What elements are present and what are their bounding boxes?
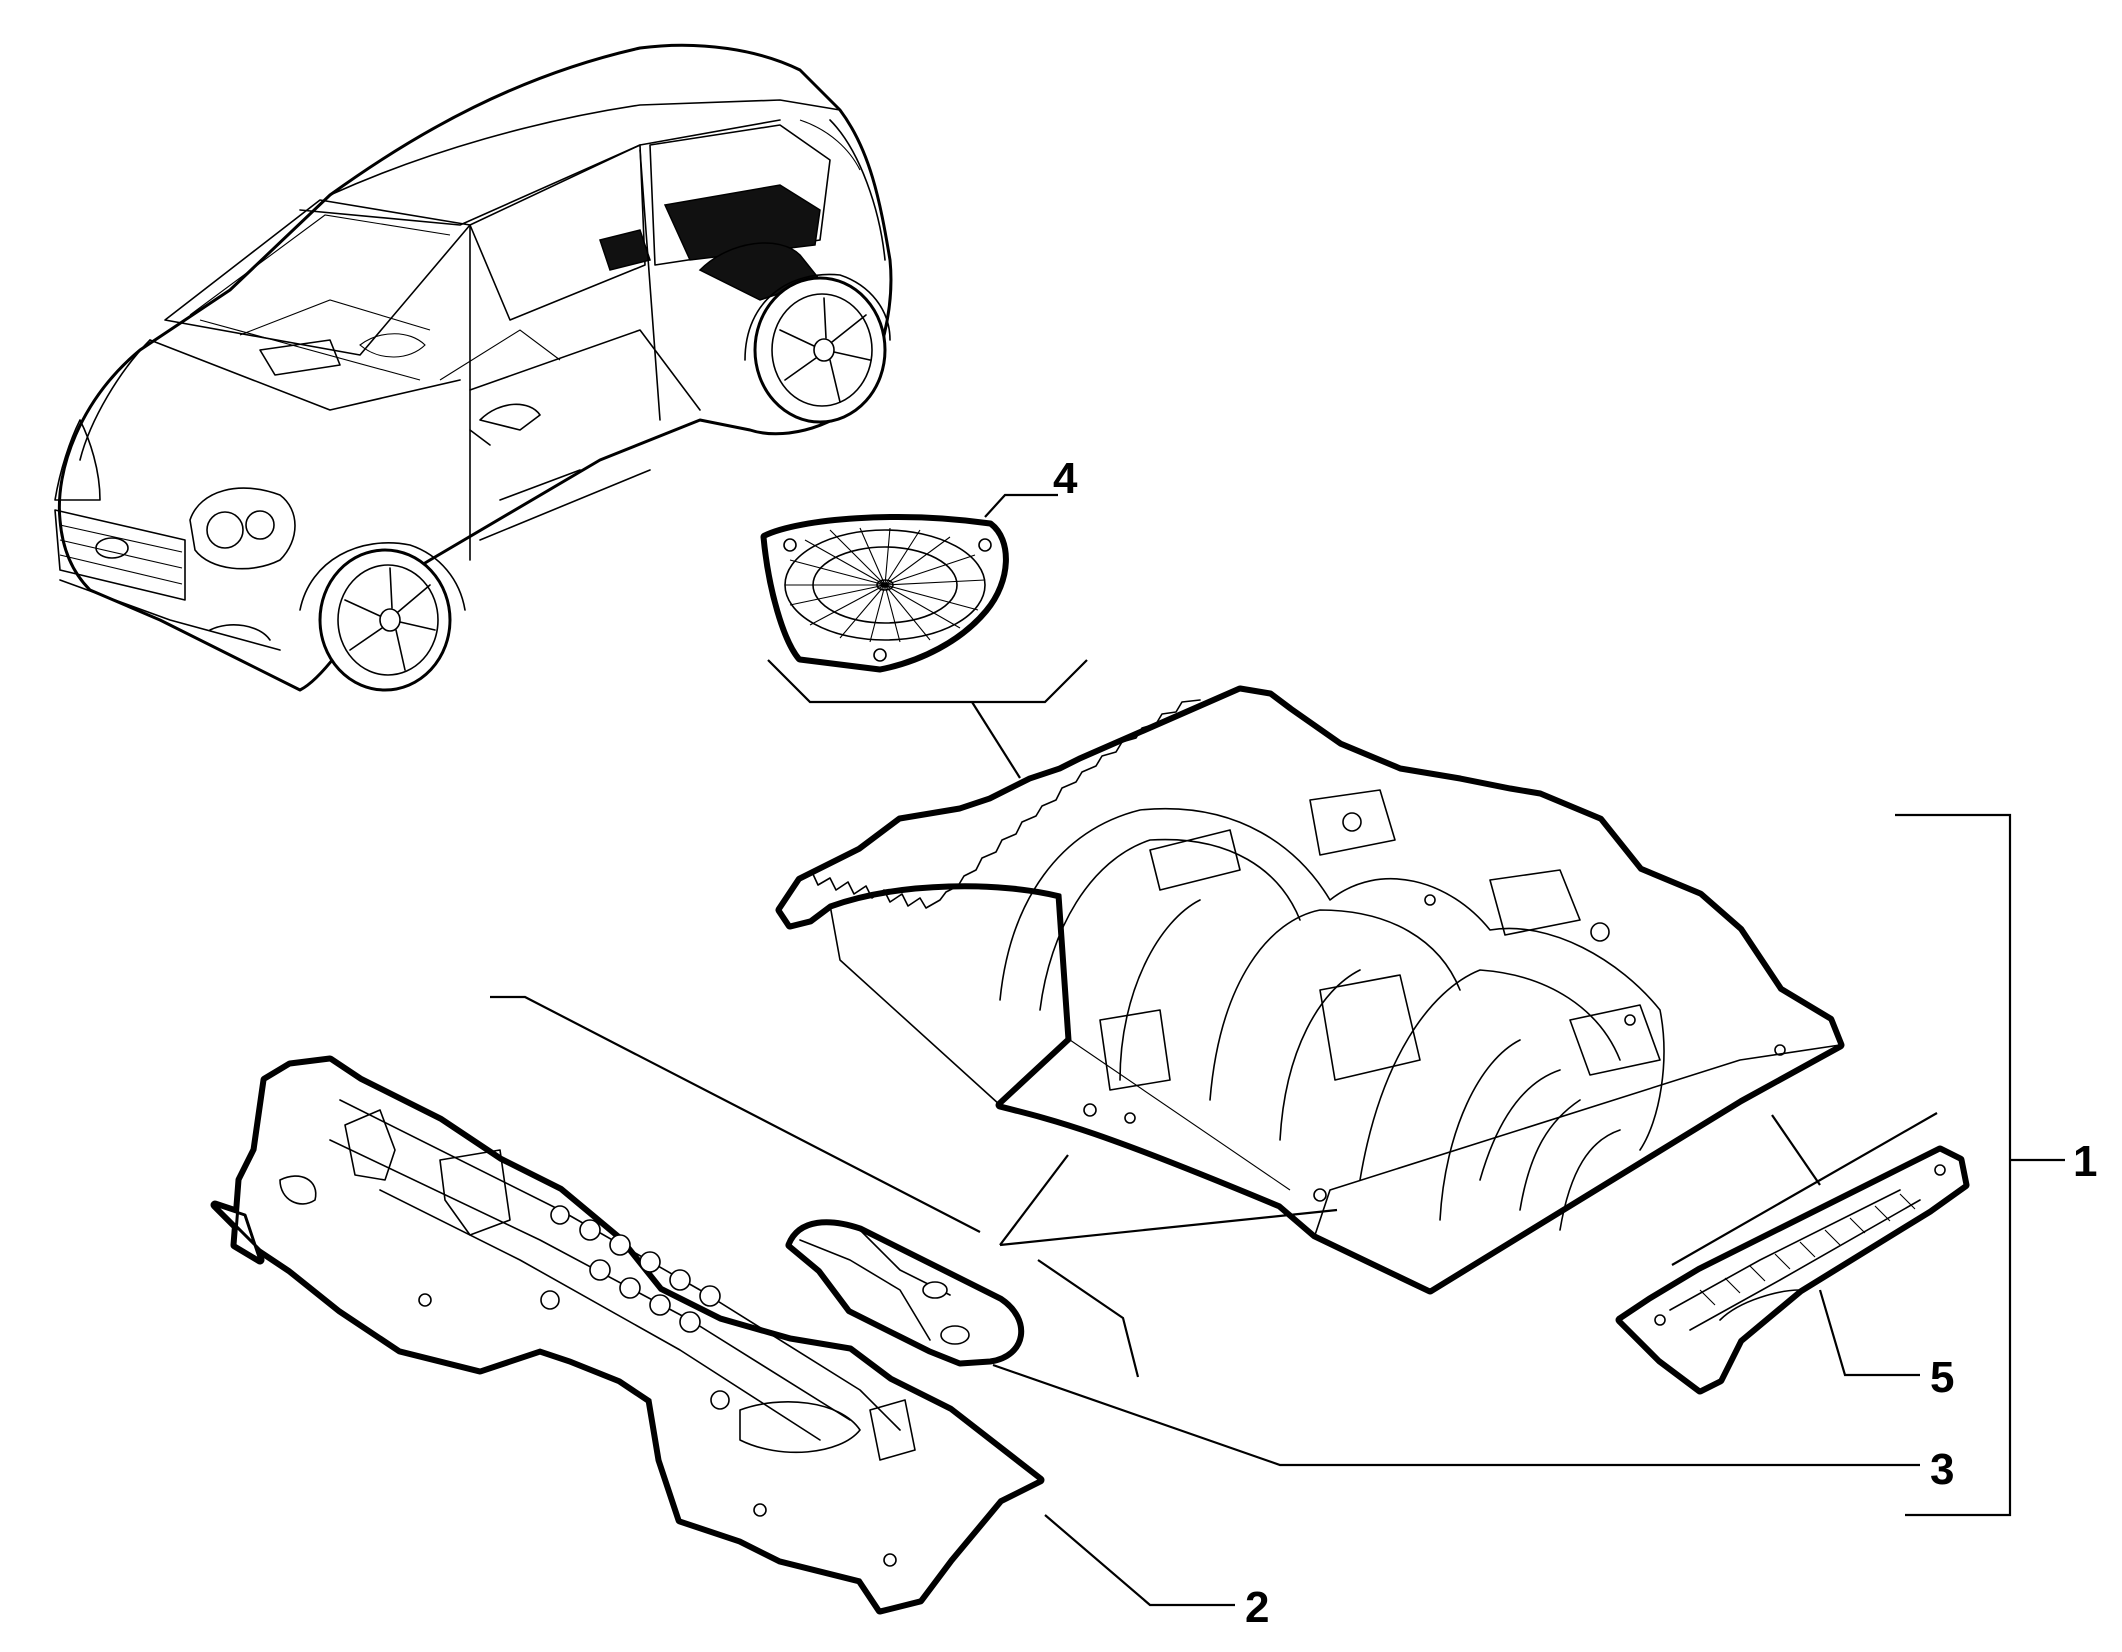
car-overview xyxy=(54,43,893,692)
callout-2: 2 xyxy=(1245,1583,1269,1632)
callout-labels: 1 2 3 4 5 xyxy=(1053,454,2097,1632)
part-4-cover xyxy=(760,514,1009,673)
part-1-floor-pan xyxy=(775,685,1845,1295)
part-3-bracket xyxy=(785,1219,1025,1367)
callout-1: 1 xyxy=(2073,1137,2097,1186)
callout-3: 3 xyxy=(1930,1445,1954,1494)
part-5-rail xyxy=(1615,1145,1970,1395)
callout-5: 5 xyxy=(1930,1353,1954,1402)
callout-4: 4 xyxy=(1053,454,1078,503)
part-2-crossmember xyxy=(210,1055,1045,1615)
leader-lines xyxy=(490,493,2065,1607)
crossmember-holes xyxy=(418,1205,897,1567)
